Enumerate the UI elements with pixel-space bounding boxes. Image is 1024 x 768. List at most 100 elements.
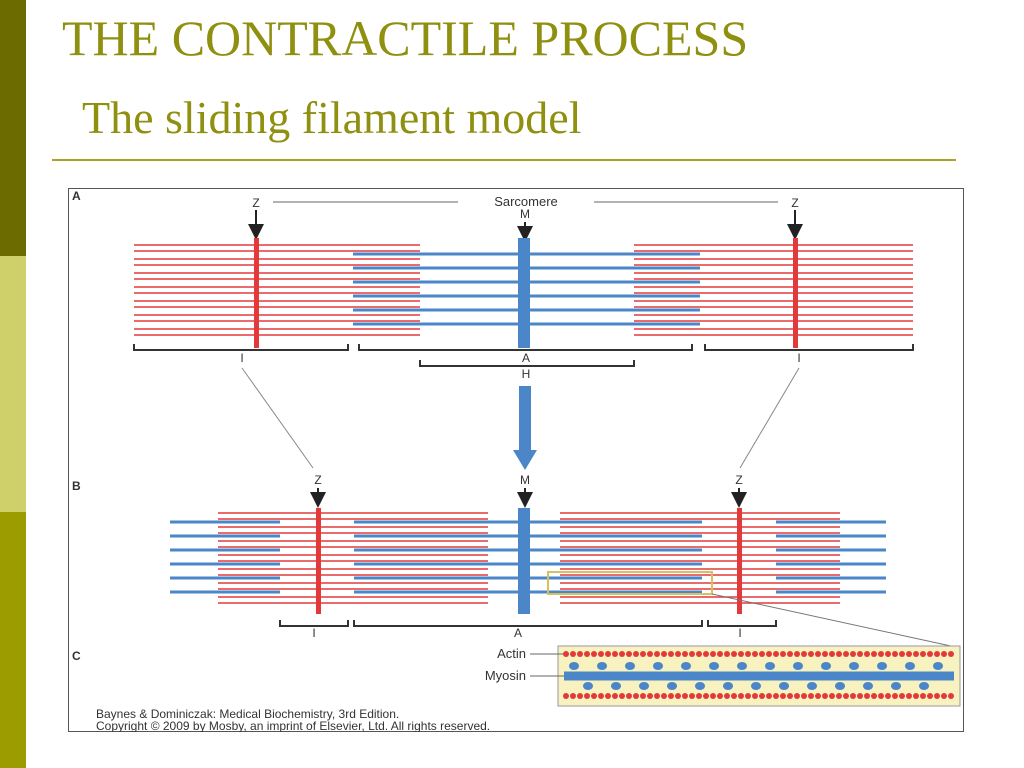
actin-bead (682, 693, 688, 699)
actin-bead (759, 693, 765, 699)
i-band-label-b-right: I (738, 626, 741, 640)
actin-bead (745, 693, 751, 699)
myosin-head (583, 682, 593, 690)
actin-bead (815, 693, 821, 699)
actin-bead (647, 693, 653, 699)
myosin-label: Myosin (485, 668, 526, 683)
actin-bead (871, 651, 877, 657)
actin-bead (773, 651, 779, 657)
actin-bead (675, 651, 681, 657)
actin-bead (801, 693, 807, 699)
slide-subtitle: The sliding filament model (82, 92, 582, 143)
actin-bead (731, 651, 737, 657)
actin-bead (654, 651, 660, 657)
actin-bead (941, 693, 947, 699)
panel-label-a: A (72, 189, 81, 203)
panel-a: Sarcomere Z M Z I A I H (133, 194, 914, 381)
z-line-a-right (793, 238, 798, 348)
actin-bead (598, 651, 604, 657)
myosin-head (807, 682, 817, 690)
title-divider (52, 159, 956, 161)
actin-bead (843, 693, 849, 699)
myosin-head (891, 682, 901, 690)
actin-bead (752, 651, 758, 657)
credit-line-1: Baynes & Dominiczak: Medical Biochemistr… (96, 707, 399, 721)
i-band-label-a-right: I (797, 351, 800, 365)
actin-bead (829, 693, 835, 699)
actin-bead (689, 651, 695, 657)
a-band-label-a: A (522, 351, 530, 365)
panel-c: Actin Myosin (485, 645, 961, 707)
actin-bead (850, 693, 856, 699)
actin-bead (773, 693, 779, 699)
slide-sidebar (0, 0, 26, 768)
actin-label: Actin (497, 646, 526, 661)
myosin-head (863, 682, 873, 690)
actin-bead (633, 651, 639, 657)
myosin-head (765, 662, 775, 670)
actin-bead (689, 693, 695, 699)
a-band-label-b: A (514, 626, 522, 640)
myosin-head (709, 662, 719, 670)
actin-bead (948, 693, 954, 699)
figure-canvas: A B C Sarcomere Z M Z I A I (68, 188, 964, 732)
actin-filaments-a (134, 244, 913, 336)
actin-bead (612, 693, 618, 699)
actin-bead (633, 693, 639, 699)
actin-bead (612, 651, 618, 657)
actin-bead (647, 651, 653, 657)
actin-bead (717, 651, 723, 657)
actin-bead (591, 693, 597, 699)
a-band-bracket-a (358, 344, 693, 351)
myosin-head (597, 662, 607, 670)
actin-bead (710, 651, 716, 657)
actin-bead (577, 651, 583, 657)
myosin-head (625, 662, 635, 670)
actin-bead (906, 693, 912, 699)
actin-bead (913, 693, 919, 699)
actin-bead (738, 693, 744, 699)
myosin-head (639, 682, 649, 690)
actin-bead (640, 693, 646, 699)
h-zone-label: H (522, 367, 531, 381)
actin-bead (836, 651, 842, 657)
actin-bead (920, 693, 926, 699)
actin-bead (871, 693, 877, 699)
actin-bead (570, 693, 576, 699)
myosin-head (877, 662, 887, 670)
actin-bead (570, 651, 576, 657)
i-band-bracket-b-right (707, 620, 777, 627)
actin-bead (696, 651, 702, 657)
myosin-head (919, 682, 929, 690)
actin-bead (934, 693, 940, 699)
actin-bead (878, 693, 884, 699)
myosin-head (793, 662, 803, 670)
actin-bead (640, 651, 646, 657)
myosin-head (723, 682, 733, 690)
actin-bead (598, 693, 604, 699)
i-band-label-b-left: I (312, 626, 315, 640)
actin-bead (717, 693, 723, 699)
inset-filaments (563, 651, 954, 699)
z-line-a-left (254, 238, 259, 348)
credit-line-2: Copyright © 2009 by Mosby, an imprint of… (96, 719, 490, 732)
actin-bead (808, 693, 814, 699)
actin-bead (927, 651, 933, 657)
contraction-transition (241, 367, 800, 470)
actin-bead (836, 693, 842, 699)
actin-filaments-b (218, 512, 840, 604)
i-band-bracket-a-left (133, 344, 349, 351)
actin-bead (878, 651, 884, 657)
myosin-head (849, 662, 859, 670)
actin-bead (822, 651, 828, 657)
panel-b: Z M Z I A I (170, 473, 961, 649)
sidebar-segment-middle (0, 256, 26, 512)
actin-bead (843, 651, 849, 657)
sidebar-segment-top (0, 0, 26, 256)
actin-bead (745, 651, 751, 657)
contraction-arrow-head (513, 450, 537, 470)
actin-bead (808, 651, 814, 657)
z-label-a-right: Z (791, 196, 798, 210)
actin-bead (626, 693, 632, 699)
actin-bead (724, 651, 730, 657)
